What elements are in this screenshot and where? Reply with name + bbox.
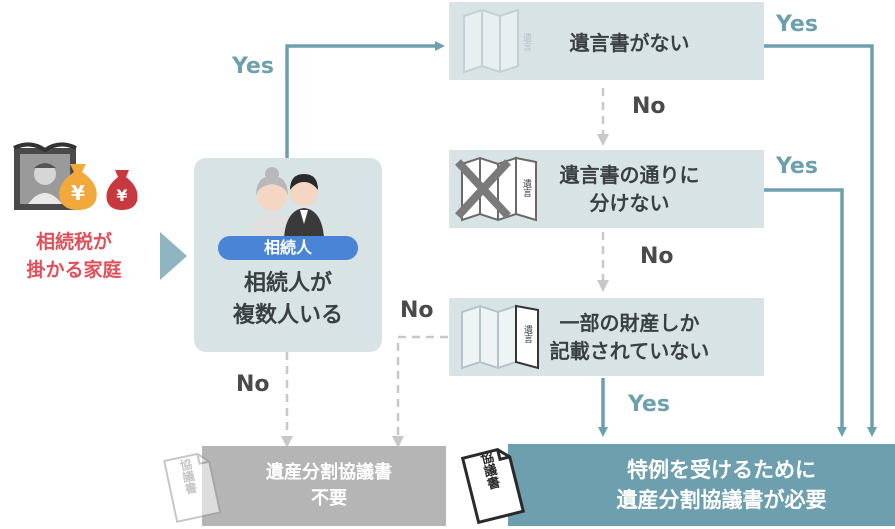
label-partial-yes: Yes [628, 392, 670, 417]
node-cannot-divide-line1: 遺言書の通りに [559, 163, 700, 187]
crossed-will-icon: 遺言 [455, 156, 537, 222]
label-cannot-divide-no: No [640, 244, 674, 269]
node-partial-line2: 記載されていない [549, 339, 710, 363]
start-label: 相続税が 掛かる家庭 [4, 228, 144, 284]
agreement-document-icon: 協議書 [163, 452, 222, 523]
svg-text:¥: ¥ [116, 186, 127, 205]
result-not-needed: 遺産分割協議書 不要 [202, 446, 446, 526]
result-needed: 特例を受けるために 遺産分割協議書が必要 [508, 444, 895, 526]
heirs-question-line1: 相続人が [243, 271, 332, 296]
svg-text:¥: ¥ [71, 181, 85, 205]
edge-partial-no [392, 335, 448, 448]
result-needed-line1: 特例を受けるために [627, 458, 816, 482]
node-partial-line1: 一部の財産しか [559, 311, 700, 335]
label-no-will-yes: Yes [776, 12, 818, 37]
edge-no-will-yes [764, 44, 877, 437]
node-no-will-label: 遺言書がない [569, 30, 690, 55]
label-heirs-yes: Yes [232, 54, 274, 79]
heirs-badge-label: 相続人 [263, 238, 312, 257]
edge-heirs-yes [285, 41, 445, 158]
entry-arrow [160, 232, 187, 280]
start-label-line1: 相続税が [35, 231, 112, 253]
svg-text:遺言: 遺言 [521, 178, 532, 198]
svg-text:遺言: 遺言 [522, 324, 533, 344]
heirs-question-text: 相続人が 複数人いる [194, 268, 382, 332]
will-document-icon: 遺言 [461, 304, 539, 370]
label-no-will-no: No [632, 94, 666, 119]
heirs-question-line2: 複数人いる [232, 303, 343, 328]
result-needed-line2: 遺産分割協議書が必要 [616, 488, 827, 512]
edge-cannot-divide-yes [764, 188, 847, 437]
label-partial-no: No [400, 298, 434, 323]
heirs-question-box: 相続人 相続人が 複数人いる [194, 158, 382, 352]
money-bag-icon: ¥ [106, 170, 138, 210]
svg-text:遺言: 遺言 [521, 32, 532, 52]
heirs-badge: 相続人 [218, 236, 358, 260]
money-bag-icon: ¥ [59, 164, 97, 210]
will-document-icon: 遺言 [463, 8, 532, 74]
start-node: ¥ ¥ [4, 140, 144, 290]
agreement-document-icon: 協議書 [460, 447, 526, 525]
label-heirs-no: No [236, 372, 270, 397]
result-not-needed-line1: 遺産分割協議書 [266, 462, 392, 483]
result-not-needed-line2: 不要 [311, 488, 347, 509]
label-cannot-divide-yes: Yes [776, 154, 818, 179]
heirs-couple-icon [250, 167, 324, 238]
node-cannot-divide-line2: 分けない [589, 191, 670, 215]
start-label-line2: 掛かる家庭 [26, 259, 122, 281]
